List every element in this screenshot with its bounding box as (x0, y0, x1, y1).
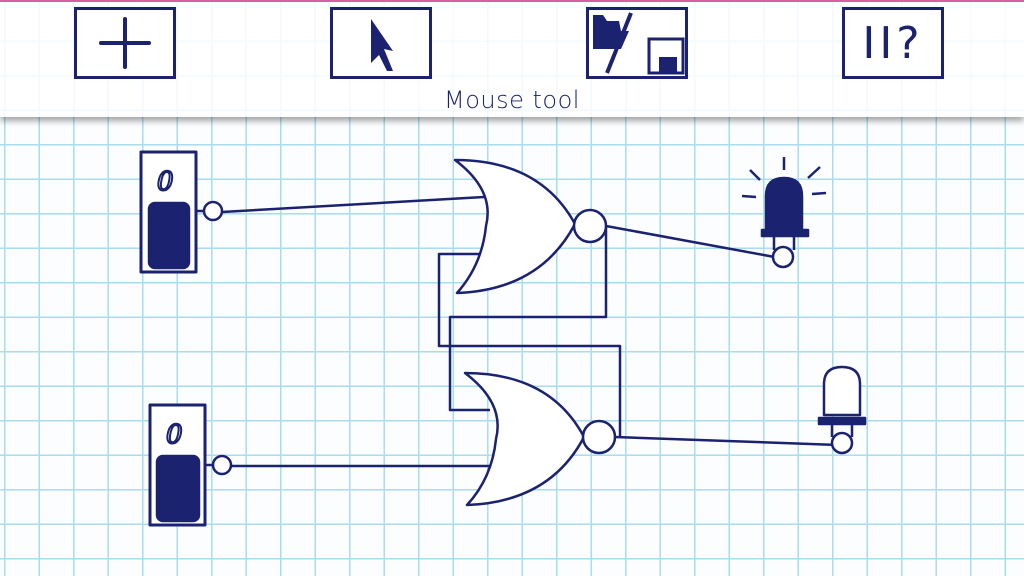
pause-help-button[interactable]: II? (842, 7, 944, 79)
load-save-button[interactable] (586, 7, 688, 79)
add-component-button[interactable] (74, 7, 176, 79)
cursor-arrow-icon (371, 19, 393, 71)
wires (221, 195, 839, 468)
nor-gate-1[interactable] (453, 158, 608, 295)
nor-gate-2[interactable] (463, 371, 617, 507)
mouse-tool-button[interactable] (330, 7, 432, 79)
switch-2[interactable] (148, 403, 233, 527)
current-tool-label: Mouse tool (444, 86, 580, 114)
switch-2-value: 0 (166, 420, 183, 450)
switch-1-output-pin[interactable] (202, 200, 224, 222)
led-1-lit[interactable] (741, 157, 827, 269)
switch-1[interactable] (139, 150, 224, 274)
switch-2-output-pin[interactable] (211, 454, 233, 476)
toolbar: II? Mouse tool (0, 0, 1024, 117)
plus-icon (99, 17, 151, 69)
switch-1-value: 0 (157, 167, 174, 197)
pause-question-icon: II? (862, 17, 924, 69)
folder-floppy-icon (593, 12, 685, 75)
led-2-unlit[interactable] (817, 365, 867, 455)
